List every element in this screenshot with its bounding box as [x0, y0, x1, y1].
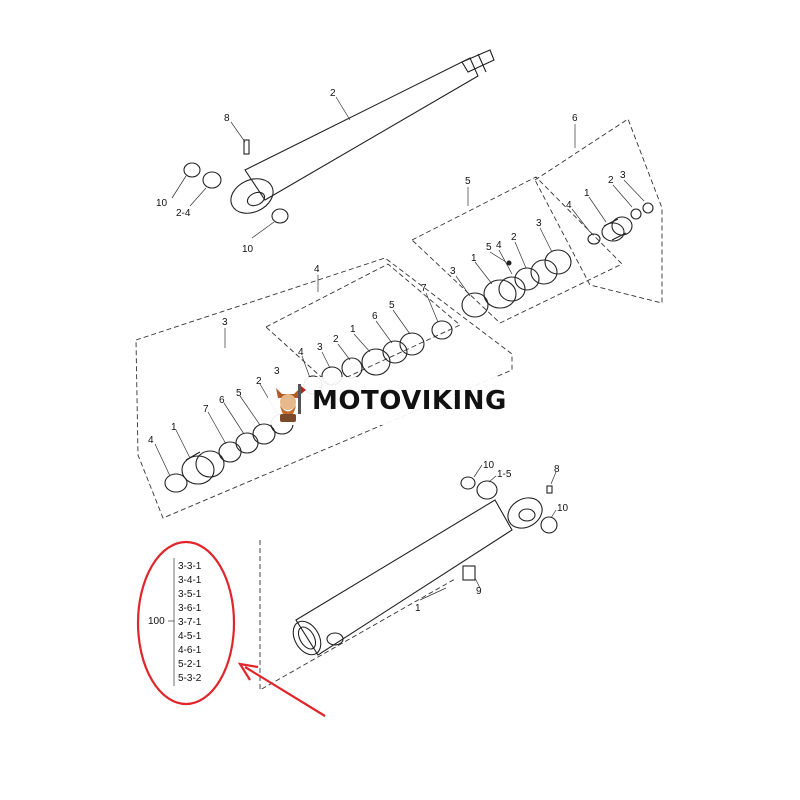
- label-group-6: 6: [572, 113, 578, 124]
- part-3-4: [164, 473, 188, 493]
- label-g5-1: 1: [471, 253, 477, 264]
- label-g4-5: 5: [389, 300, 395, 311]
- part-5-3b: [530, 259, 558, 285]
- cylinder-tube: [295, 499, 513, 656]
- kit-item: 3-3-1: [178, 561, 202, 572]
- piston-rod: [244, 57, 479, 201]
- kit-item: 3-6-1: [178, 603, 202, 614]
- piston-rod-group: 2 8 10 2-4 10: [156, 49, 495, 255]
- tube-port: [326, 632, 344, 646]
- label-g4-0: 4: [298, 347, 304, 358]
- label-pin-bottom: 10: [242, 244, 254, 255]
- part-4-7: [431, 320, 453, 340]
- label-g3-0: 4: [148, 435, 154, 446]
- label-grease-tube: 8: [554, 464, 560, 475]
- part-3-5: [252, 423, 276, 445]
- kit-item: 5-2-1: [178, 659, 202, 670]
- label-pin-tube-right: 10: [557, 503, 569, 514]
- part-6-2: [630, 208, 642, 220]
- label-g5-3: 4: [496, 240, 502, 251]
- kit-item: 3-5-1: [178, 589, 202, 600]
- grease-nipple-tube: [546, 485, 553, 494]
- label-pin-tube: 10: [483, 460, 495, 471]
- label-g5-4: 2: [511, 232, 517, 243]
- part-5-1: [483, 279, 517, 309]
- group-outline-mid: [265, 263, 461, 386]
- label-g4-3: 1: [350, 324, 356, 335]
- highlight-arrow: [237, 662, 326, 717]
- label-group-4: 4: [314, 264, 320, 275]
- part-5-2: [514, 267, 540, 291]
- seal-kit-list: 100 3-3-1 3-4-1 3-5-1 3-6-1 3-7-1 4-5-1 …: [148, 558, 202, 686]
- part-4-2: [341, 357, 363, 379]
- label-group-3: 3: [222, 317, 228, 328]
- kit-item: 3-4-1: [178, 575, 202, 586]
- part-5-3a: [461, 292, 489, 318]
- label-fitting: 9: [476, 586, 482, 597]
- group-5-parts: 3 1 5 4 2 3: [450, 218, 572, 318]
- group-outline-far: [534, 118, 663, 304]
- highlight-ellipse: [136, 540, 236, 706]
- viking-mascot-logo: [276, 384, 306, 422]
- pin-seal-tube-right: [540, 516, 558, 534]
- kit-item: 5-3-2: [178, 673, 202, 684]
- label-g4-4: 6: [372, 311, 378, 322]
- group-outline-left: [135, 257, 513, 519]
- label-g3-2: 7: [203, 404, 209, 415]
- part-5-5: [506, 260, 512, 266]
- cylinder-tube-group: 1 10 1-5 8 10 9: [259, 460, 569, 691]
- label-g5-5: 3: [536, 218, 542, 229]
- rod-eye: [230, 178, 274, 214]
- watermark-banner: MOTOVIKING: [268, 377, 533, 425]
- label-g4-2: 2: [333, 334, 339, 345]
- tube-eye: [507, 497, 543, 529]
- label-group-5: 5: [465, 176, 471, 187]
- label-g6-3: 3: [620, 170, 626, 181]
- part-3-6: [235, 432, 259, 454]
- label-g6-0: 4: [566, 200, 572, 211]
- label-g3-3: 6: [219, 395, 225, 406]
- group-6-parts: 4 1 2 3: [566, 170, 654, 245]
- part-4-6: [382, 340, 408, 364]
- pin-seal-tube: [460, 476, 476, 490]
- part-3-1-piston: [181, 455, 215, 485]
- label-g5-0: 3: [450, 266, 456, 277]
- tube-mouth: [292, 620, 322, 656]
- label-g4-1: 3: [317, 342, 323, 353]
- pin-seal-bottom: [271, 208, 289, 224]
- part-6-4: [587, 233, 601, 245]
- kit-item: 4-6-1: [178, 645, 202, 656]
- label-g4b-0: 7: [421, 283, 427, 294]
- group-outline-right: [411, 176, 623, 324]
- label-g6-2: 2: [608, 175, 614, 186]
- label-tube: 1: [415, 603, 421, 614]
- kit-number: 100: [148, 616, 165, 627]
- tube-dash-outline: [259, 540, 456, 691]
- label-g6-1: 1: [584, 188, 590, 199]
- bushing-1-5: [476, 480, 498, 500]
- kit-item: 3-7-1: [178, 617, 202, 628]
- pin-seal-left: [183, 162, 201, 178]
- part-6-3: [642, 202, 654, 214]
- label-g5-2: 5: [486, 242, 492, 253]
- part-4-5: [399, 332, 425, 356]
- label-g3-4: 5: [236, 388, 242, 399]
- label-bushing-tube: 1-5: [497, 469, 512, 480]
- grease-nipple-top: [243, 139, 250, 155]
- label-rod: 2: [330, 88, 336, 99]
- bushing-2-4: [202, 171, 222, 189]
- fitting-9: [462, 565, 476, 581]
- label-g3-6: 3: [274, 366, 280, 377]
- label-grease-top: 8: [224, 113, 230, 124]
- label-g3-5: 2: [256, 376, 262, 387]
- part-4-1: [361, 348, 391, 376]
- label-bushing-rod: 2-4: [176, 208, 191, 219]
- kit-item: 4-5-1: [178, 631, 202, 642]
- watermark-text: MOTOVIKING: [312, 386, 507, 416]
- part-3-7: [218, 441, 242, 463]
- label-pin-left: 10: [156, 198, 168, 209]
- label-g3-1: 1: [171, 422, 177, 433]
